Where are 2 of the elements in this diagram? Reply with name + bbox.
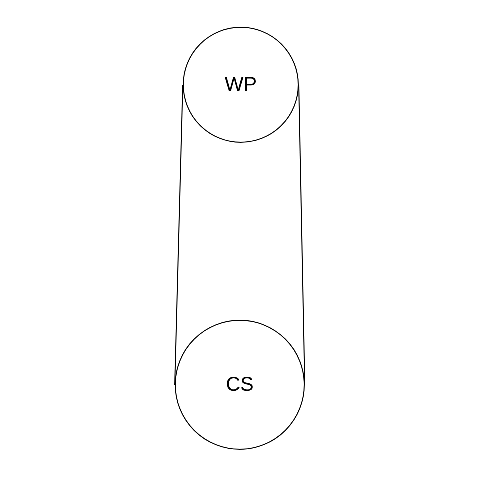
pulley-label: WP [224,73,258,98]
pulley-label: CS [226,373,254,398]
